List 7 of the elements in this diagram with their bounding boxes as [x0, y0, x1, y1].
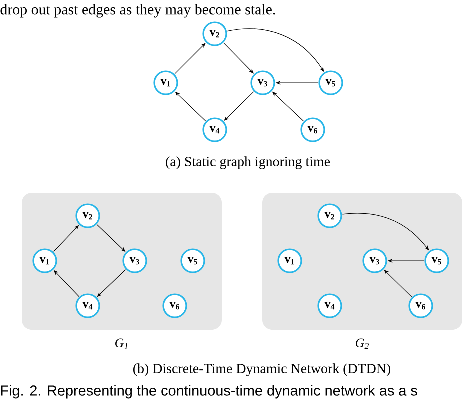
figure-caption: Fig. 2. Representing the continuous-time dynamic network as a s — [1, 385, 418, 399]
body-text: drop out past edges as they may become stale. — [0, 4, 276, 18]
subfigure-caption: (a) Static graph ignoring time — [166, 156, 330, 170]
panel-label: G$_{1}$ — [116, 338, 128, 350]
arrow — [174, 43, 206, 74]
subfigure-caption: (b) Discrete-Time Dynamic Network (DTDN) — [134, 364, 390, 376]
panel-label: G$_{2}$ — [356, 338, 369, 350]
